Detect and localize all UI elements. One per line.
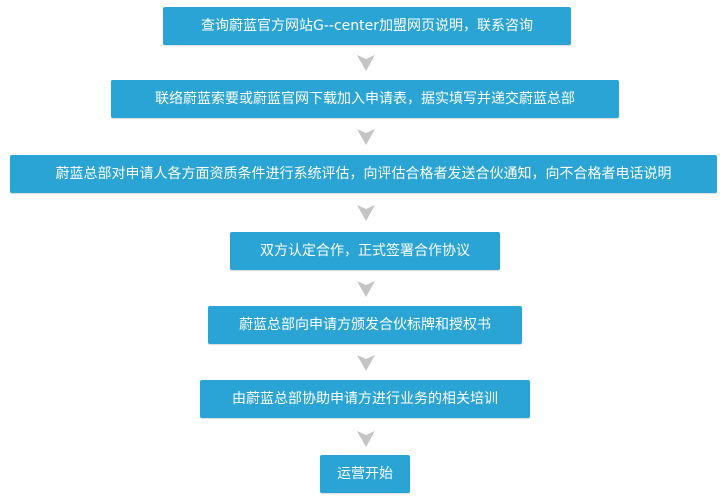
step-6-label: 由蔚蓝总部协助申请方进行业务的相关培训 [232, 391, 498, 407]
step-5-label: 蔚蓝总部向申请方颁发合伙标牌和授权书 [239, 317, 491, 333]
step-5-box: 蔚蓝总部向申请方颁发合伙标牌和授权书 [208, 306, 522, 344]
step-7-box: 运营开始 [320, 455, 410, 493]
step-2-label: 联络蔚蓝索要或蔚蓝官网下载加入申请表，据实填写并递交蔚蓝总部 [155, 91, 575, 107]
arrow-down-icon [357, 129, 375, 145]
arrow-down-icon [357, 55, 375, 71]
step-4-box: 双方认定合作，正式签署合作协议 [230, 232, 500, 270]
step-1-box: 查询蔚蓝官方网站G--center加盟网页说明，联系咨询 [163, 7, 571, 45]
step-2-box: 联络蔚蓝索要或蔚蓝官网下载加入申请表，据实填写并递交蔚蓝总部 [111, 80, 619, 118]
step-4-label: 双方认定合作，正式签署合作协议 [260, 243, 470, 259]
step-3-box: 蔚蓝总部对申请人各方面资质条件进行系统评估，向评估合格者发送合伙通知，向不合格者… [10, 155, 717, 193]
step-7-label: 运营开始 [337, 466, 393, 482]
step-1-label: 查询蔚蓝官方网站G--center加盟网页说明，联系咨询 [201, 18, 533, 34]
step-6-box: 由蔚蓝总部协助申请方进行业务的相关培训 [200, 380, 530, 418]
arrow-down-icon [357, 281, 375, 297]
arrow-down-icon [357, 205, 375, 221]
arrow-down-icon [357, 431, 375, 447]
arrow-down-icon [357, 355, 375, 371]
step-3-label: 蔚蓝总部对申请人各方面资质条件进行系统评估，向评估合格者发送合伙通知，向不合格者… [55, 166, 672, 182]
